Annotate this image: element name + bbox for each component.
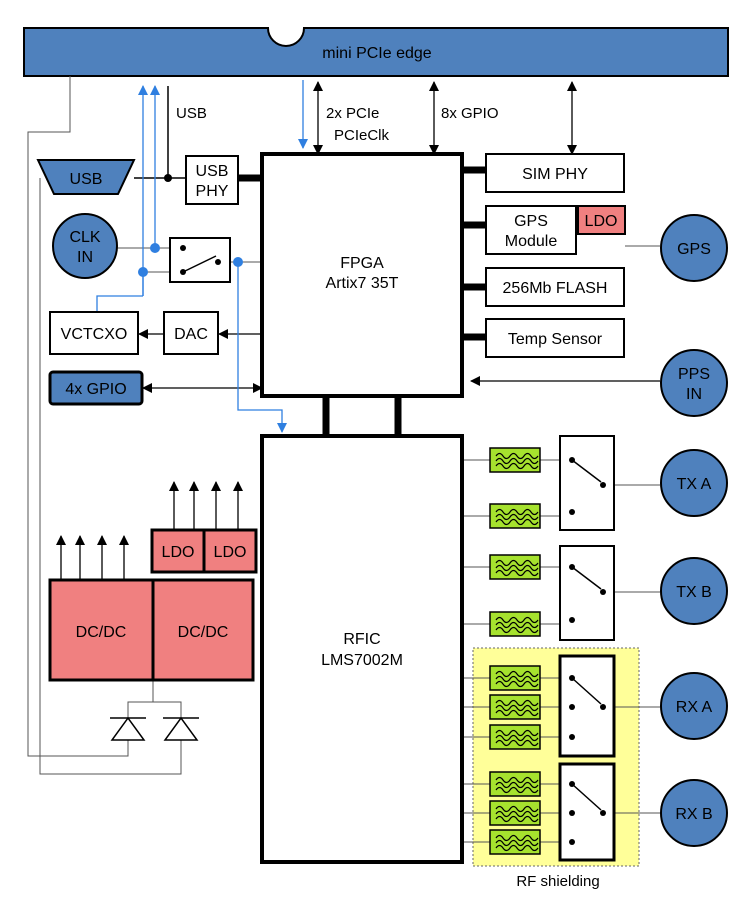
dac-block: DAC xyxy=(163,311,219,355)
sim-phy-label: SIM PHY xyxy=(522,166,588,183)
gpio4-label: 4x GPIO xyxy=(65,381,126,398)
pcie-signal-label: 2x PCIe xyxy=(326,105,379,122)
tx-a-connector: TX A xyxy=(660,449,728,517)
gps-ldo-label: LDO xyxy=(585,213,618,230)
junction-dot xyxy=(164,174,172,182)
pps-in-label-line2: IN xyxy=(686,386,702,403)
vctcxo-label: VCTCXO xyxy=(61,326,128,343)
saw-filter-icon xyxy=(489,665,541,691)
clock-lines xyxy=(96,80,308,433)
tx-b-connector: TX B xyxy=(660,557,728,625)
saw-filter-icon xyxy=(489,447,541,473)
tx-b-label: TX B xyxy=(676,584,712,601)
gps-connector-label: GPS xyxy=(677,241,711,258)
rfic-block: RFIC LMS7002M xyxy=(260,434,464,864)
usb-connector-label: USB xyxy=(70,171,103,188)
ldo-block-1: LDO xyxy=(150,528,206,574)
rf-switch-icon xyxy=(559,435,615,531)
pcieclk-signal-label: PCIeClk xyxy=(334,127,390,144)
saw-filter-icon xyxy=(489,771,541,797)
usb-phy-block: USB PHY xyxy=(185,155,239,205)
saw-filter-icon xyxy=(489,800,541,826)
fpga-block: FPGA Artix7 35T xyxy=(260,152,464,398)
pps-in-connector: PPS IN xyxy=(660,349,728,417)
rfic-label-line2: LMS7002M xyxy=(321,652,403,669)
fpga-bus-stubs xyxy=(238,166,486,341)
dcdc-block-2: DC/DC xyxy=(151,578,255,682)
rx-b-connector: RX B xyxy=(660,779,728,847)
saw-filter-icon xyxy=(489,724,541,750)
diode-icon xyxy=(163,716,199,741)
clock-switch xyxy=(169,237,231,283)
clk-in-label-line1: CLK xyxy=(69,229,100,246)
usb-phy-label-line2: PHY xyxy=(196,183,229,200)
junction-dot xyxy=(233,257,243,267)
vctcxo-block: VCTCXO xyxy=(49,311,139,355)
rf-switch-icon xyxy=(559,545,615,641)
ldo-label-1: LDO xyxy=(162,544,195,561)
usb-signal-label: USB xyxy=(176,105,207,122)
diode-icon xyxy=(110,716,146,741)
gpio4-connector: 4x GPIO xyxy=(48,370,144,406)
rf-switch-icon xyxy=(558,654,616,758)
rx-b-label: RX B xyxy=(675,806,712,823)
flash-label: 256Mb FLASH xyxy=(503,280,608,297)
fpga-label-line1: FPGA xyxy=(340,255,384,272)
temp-sensor-label: Temp Sensor xyxy=(508,331,603,348)
rx-a-connector: RX A xyxy=(660,672,728,740)
clk-in-label-line2: IN xyxy=(77,249,93,266)
fpga-label-line2: Artix7 35T xyxy=(326,275,399,292)
mini-pcie-edge-label: mini PCIe edge xyxy=(322,45,431,62)
rf-switch-icon xyxy=(558,762,616,862)
gps-connector: GPS xyxy=(660,214,728,282)
saw-filter-icon xyxy=(489,503,541,529)
usb-phy-label-line1: USB xyxy=(196,163,229,180)
dac-label: DAC xyxy=(174,326,208,343)
junction-dot xyxy=(138,267,148,277)
gps-module-block: GPS Module xyxy=(485,205,577,255)
gps-module-label-line2: Module xyxy=(505,233,558,250)
saw-filter-icon xyxy=(489,554,541,580)
dcdc-label-2: DC/DC xyxy=(178,624,229,641)
rf-shielding-label: RF shielding xyxy=(516,873,599,890)
ldo-label-2: LDO xyxy=(214,544,247,561)
saw-filter-icon xyxy=(489,611,541,637)
rfic-label-line1: RFIC xyxy=(343,631,380,648)
tx-a-label: TX A xyxy=(677,476,712,493)
usb-connector: USB xyxy=(36,159,136,195)
pps-in-label-line1: PPS xyxy=(678,366,710,383)
junction-dot xyxy=(150,243,160,253)
gps-ldo-block: LDO xyxy=(577,205,626,235)
rx-a-label: RX A xyxy=(676,699,713,716)
saw-filter-icon xyxy=(489,694,541,720)
mini-pcie-edge: mini PCIe edge xyxy=(23,27,729,77)
clk-in-connector: CLK IN xyxy=(52,213,118,279)
sim-phy-block: SIM PHY xyxy=(485,153,625,193)
dcdc-label-1: DC/DC xyxy=(76,624,127,641)
dcdc-block-1: DC/DC xyxy=(48,578,155,682)
flash-block: 256Mb FLASH xyxy=(485,267,625,307)
ldo-block-2: LDO xyxy=(202,528,258,574)
temp-sensor-block: Temp Sensor xyxy=(485,318,625,358)
saw-filter-icon xyxy=(489,829,541,855)
gpio8-signal-label: 8x GPIO xyxy=(441,105,499,122)
gps-module-label-line1: GPS xyxy=(514,213,548,230)
